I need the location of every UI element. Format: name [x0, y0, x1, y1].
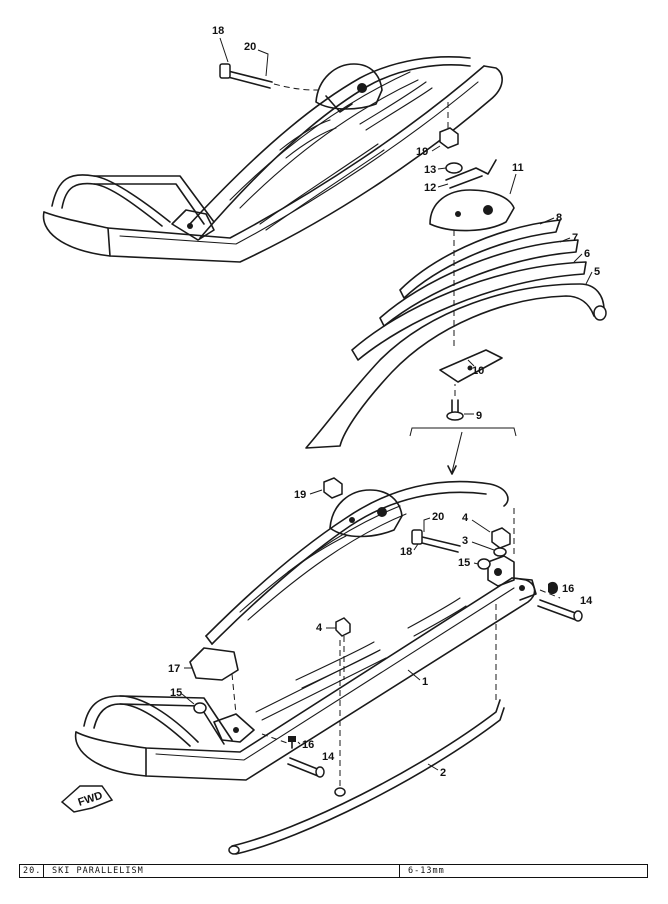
label-11: 11: [512, 162, 524, 174]
label-2: 2: [440, 767, 446, 779]
figure-number: 20.: [20, 865, 44, 877]
figure-caption-box: 20. SKI PARALLELISM 6-13mm: [19, 864, 648, 878]
label-16-right: 16: [562, 583, 574, 595]
label-16-left: 16: [302, 739, 314, 751]
label-15-right: 15: [458, 557, 470, 569]
label-15-left: 15: [170, 687, 182, 699]
label-6: 6: [584, 248, 590, 260]
label-13: 13: [424, 164, 436, 176]
label-14-right: 14: [580, 595, 593, 607]
label-18-top: 18: [212, 25, 224, 37]
forward-arrow: FWD: [60, 785, 114, 813]
label-4-middle: 4: [316, 622, 323, 634]
label-14-left: 14: [322, 751, 335, 763]
label-17: 17: [168, 663, 180, 675]
label-9: 9: [476, 410, 482, 422]
label-10: 10: [472, 365, 484, 377]
label-19-bottom: 19: [294, 489, 306, 501]
bottom-ski-assembly: [74, 477, 583, 855]
label-8: 8: [556, 212, 562, 224]
label-7: 7: [572, 232, 578, 244]
label-1: 1: [422, 676, 428, 688]
figure-page-ref: 6-13mm: [408, 866, 445, 876]
label-20-bottom: 20: [432, 511, 444, 523]
label-19-top: 19: [416, 146, 428, 158]
label-20-top: 20: [244, 41, 256, 53]
label-3: 3: [462, 535, 468, 547]
figure-title: SKI PARALLELISM: [44, 865, 400, 877]
label-18-bottom: 18: [400, 546, 412, 558]
label-4-top: 4: [462, 512, 469, 524]
label-5: 5: [594, 266, 600, 278]
part-labels: 18 20 19 13 12 11 8 7 6 5 10 9 19 20 18 …: [168, 25, 600, 779]
leaf-spring-stack: [305, 159, 607, 475]
label-12: 12: [424, 182, 436, 194]
top-ski-assembly: [42, 56, 503, 263]
